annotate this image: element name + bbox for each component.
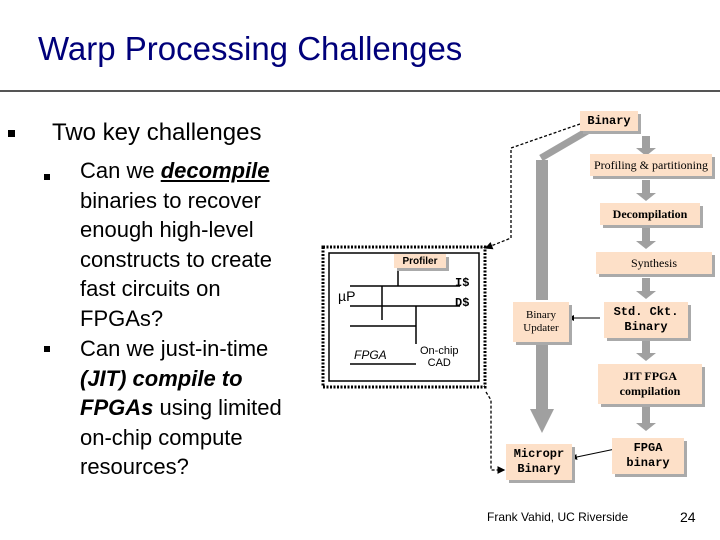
sub-bullet-1-line: enough high-level — [80, 217, 254, 242]
title-divider — [0, 90, 720, 92]
binary-box: Binary — [580, 111, 638, 131]
dcache-label: D$ — [455, 296, 470, 310]
std-ckt-line: Binary — [624, 320, 668, 334]
sub-bullet-2-line: Can we just-in-time — [80, 336, 269, 361]
chip-to-micropr-line — [485, 391, 506, 474]
sub-bullet-2-emph: FPGAs — [80, 395, 154, 420]
sub-bullet-marker — [44, 174, 50, 180]
sub-bullet-1-line: binaries to recover — [80, 187, 261, 213]
profiling-partitioning-box: Profiling & partitioning — [590, 154, 712, 176]
sub-bullet-1-lead: Can we — [80, 158, 161, 183]
sub-bullet-1-emph: decompile — [160, 158, 270, 183]
sub-bullet-1-line: fast circuits on — [80, 276, 221, 301]
sub-bullet-1: Can we decompile binaries to recover eno… — [80, 156, 272, 333]
sub-bullet-2: Can we just-in-time (JIT) compile to FPG… — [80, 334, 282, 482]
fpga-binary-line: FPGA — [633, 441, 663, 455]
microprocessor-label: µP — [338, 288, 356, 304]
jit-line: compilation — [619, 384, 681, 398]
sub-bullet-1-line: constructs to create — [80, 246, 272, 272]
fpga-label: FPGA — [354, 348, 387, 362]
profiler-box: Profiler — [394, 254, 446, 268]
chip-block: Profiler µP I$ D$ FPGA On-chip CAD — [320, 244, 488, 390]
sub-bullet-2-emph: (JIT) compile to — [80, 365, 243, 391]
slide-title: Warp Processing Challenges — [38, 30, 463, 67]
micropr-binary-box: Micropr Binary — [506, 444, 572, 480]
decompilation-box: Decompilation — [600, 203, 700, 225]
onchip-cad-line: On-chip — [420, 345, 459, 357]
synthesis-box: Synthesis — [596, 252, 712, 274]
binary-updater-line: Binary — [526, 309, 556, 321]
bullet-marker — [8, 130, 15, 137]
sub-bullet-2-line: resources? — [80, 454, 189, 479]
sub-bullet-2-line: on-chip compute — [80, 424, 243, 450]
footer-text: Frank Vahid, UC Riverside — [487, 510, 629, 524]
micropr-line: Micropr — [513, 447, 565, 461]
binary-to-chip-line — [484, 123, 581, 250]
sub-bullet-2-line: using limited — [153, 395, 282, 420]
jit-fpga-compilation-box: JIT FPGA compilation — [598, 364, 702, 404]
jit-line: JIT FPGA — [622, 369, 678, 383]
gray-arrow-diagonal — [539, 126, 591, 162]
gray-arrow-shaft — [536, 160, 548, 300]
gray-arrow-head — [530, 409, 554, 433]
icache-label: I$ — [455, 276, 470, 290]
onchip-cad-label: On-chip CAD — [420, 345, 459, 369]
micropr-line: Binary — [517, 462, 561, 476]
std-ckt-binary-box: Std. Ckt. Binary — [604, 302, 688, 338]
binary-updater-line: Updater — [523, 322, 559, 334]
page-number: 24 — [680, 509, 696, 525]
fpga-binary-box: FPGA binary — [612, 438, 684, 474]
fpga-binary-line: binary — [626, 456, 670, 470]
std-ckt-line: Std. Ckt. — [613, 305, 679, 319]
sub-bullet-1-line: FPGAs? — [80, 305, 164, 331]
sub-bullet-marker — [44, 346, 50, 352]
binary-updater-box: Binary Updater — [513, 302, 569, 342]
onchip-cad-line: CAD — [427, 357, 451, 369]
bullet-text: Two key challenges — [52, 119, 262, 146]
gray-arrow-shaft — [536, 345, 548, 409]
